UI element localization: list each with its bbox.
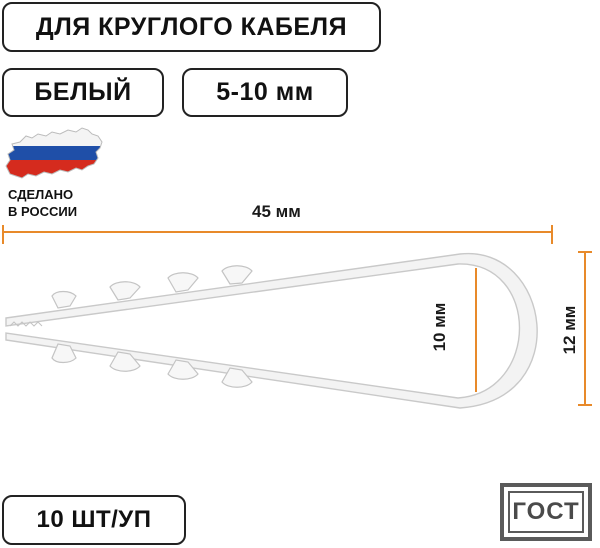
tip-serrations xyxy=(9,321,43,327)
color-badge: БЕЛЫЙ xyxy=(2,68,164,117)
size-range-badge: 5-10 мм xyxy=(182,68,348,117)
outer-width-dimension-label: 12 мм xyxy=(560,305,579,355)
made-in-line-1: СДЕЛАНО xyxy=(8,187,74,202)
lower-teeth xyxy=(51,343,253,388)
made-in-line-2: В РОССИИ xyxy=(8,204,78,219)
cable-type-badge: ДЛЯ КРУГЛОГО КАБЕЛЯ xyxy=(2,2,381,52)
gost-stamp: ГОСТ xyxy=(500,483,592,541)
upper-teeth xyxy=(51,265,253,309)
inner-gap-dimension-label: 10 мм xyxy=(430,302,449,352)
length-dimension-label: 45 мм xyxy=(252,202,301,221)
gost-stamp-text: ГОСТ xyxy=(508,491,584,533)
russia-flag-map-icon xyxy=(5,127,103,179)
made-in-russia-label: СДЕЛАНО В РОССИИ xyxy=(8,186,100,220)
cable-clip-body xyxy=(5,253,538,409)
dimension-lines xyxy=(2,225,592,406)
quantity-badge: 10 ШТ/УП xyxy=(2,495,186,545)
